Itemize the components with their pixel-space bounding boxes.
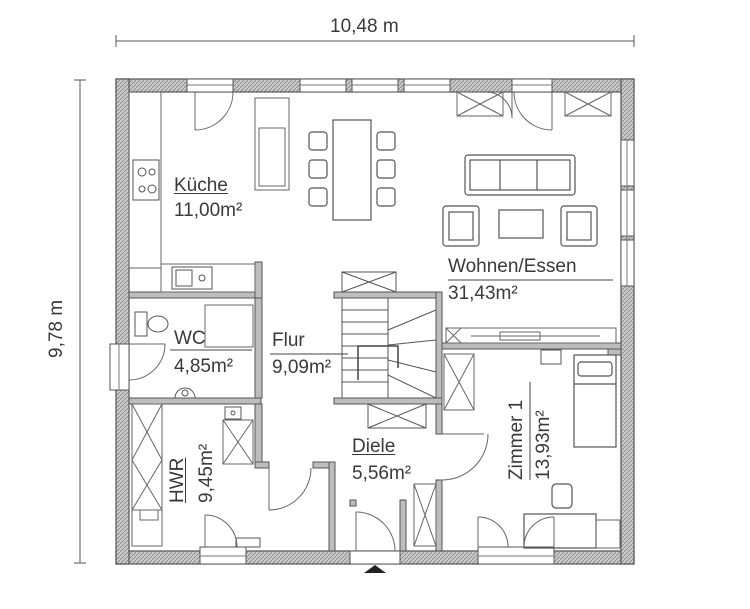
zimmer-wardrobe (595, 519, 621, 549)
wc-door (128, 343, 166, 381)
room-hwr-name-text: HWR (167, 457, 188, 503)
room-wc-name: WC (174, 328, 206, 349)
room-diele-name-text: Diele (352, 436, 396, 457)
zimmer-door (441, 433, 489, 481)
room-diele-name: Diele (352, 436, 395, 458)
kitchen-counter (128, 91, 256, 293)
desk (523, 483, 597, 549)
interior-walls (128, 261, 622, 552)
room-wc-area: 4,85m² (174, 356, 234, 377)
dimension-height-label: 9,78 m (46, 299, 67, 358)
room-zimmer1-area: 13,93m² (533, 410, 554, 480)
shower-tray (204, 304, 254, 348)
wc-washbasin (174, 387, 196, 399)
sofa (464, 154, 576, 196)
coffee-table (498, 209, 544, 239)
bed-icon (573, 354, 617, 448)
room-hwr-area: 9,45m² (196, 443, 217, 503)
dimension-line-height (74, 79, 86, 564)
living-cabinet-top (456, 91, 612, 117)
tv-sideboard (445, 327, 617, 344)
room-kueche-name-text: Küche (174, 175, 228, 196)
kitchen-door (194, 91, 234, 131)
room-hwr-name: HWR (167, 458, 189, 503)
room-flur-name: Flur (272, 330, 305, 351)
armchair-right (560, 205, 598, 247)
armchair-left (442, 205, 480, 247)
terrace-door (485, 91, 553, 131)
room-wohnen-name: Wohnen/Essen (448, 256, 577, 277)
entrance-marker (364, 565, 386, 573)
sink-icon (171, 266, 213, 290)
window-glass-lines (118, 84, 628, 557)
zimmer-cabinet (443, 353, 475, 411)
kitchen-island (254, 97, 290, 191)
staircase (341, 271, 437, 429)
toilet-icon (134, 311, 169, 337)
zimmer-window-doors (477, 516, 555, 548)
room-kueche-name: Küche (174, 175, 228, 197)
stove-icon (132, 159, 160, 201)
stair-direction-arrow (357, 345, 399, 380)
room-diele-area: 5,56m² (352, 463, 412, 484)
nightstand (540, 349, 562, 365)
room-flur-area: 9,09m² (272, 357, 332, 378)
room-zimmer1-name: Zimmer 1 (506, 399, 527, 480)
dining-table (308, 119, 396, 221)
hwr-boiler (224, 406, 242, 420)
dimension-width-label: 10,48 m (330, 16, 399, 37)
front-door (355, 511, 396, 552)
hwr-washbasin (235, 537, 261, 548)
room-kueche-area: 11,00m² (174, 200, 243, 221)
diele-cabinet (413, 483, 437, 547)
dimension-line-width (115, 35, 635, 47)
room-wohnen-area: 31,43m² (448, 283, 518, 304)
hwr-door (204, 467, 312, 548)
hwr-storage (131, 403, 254, 547)
